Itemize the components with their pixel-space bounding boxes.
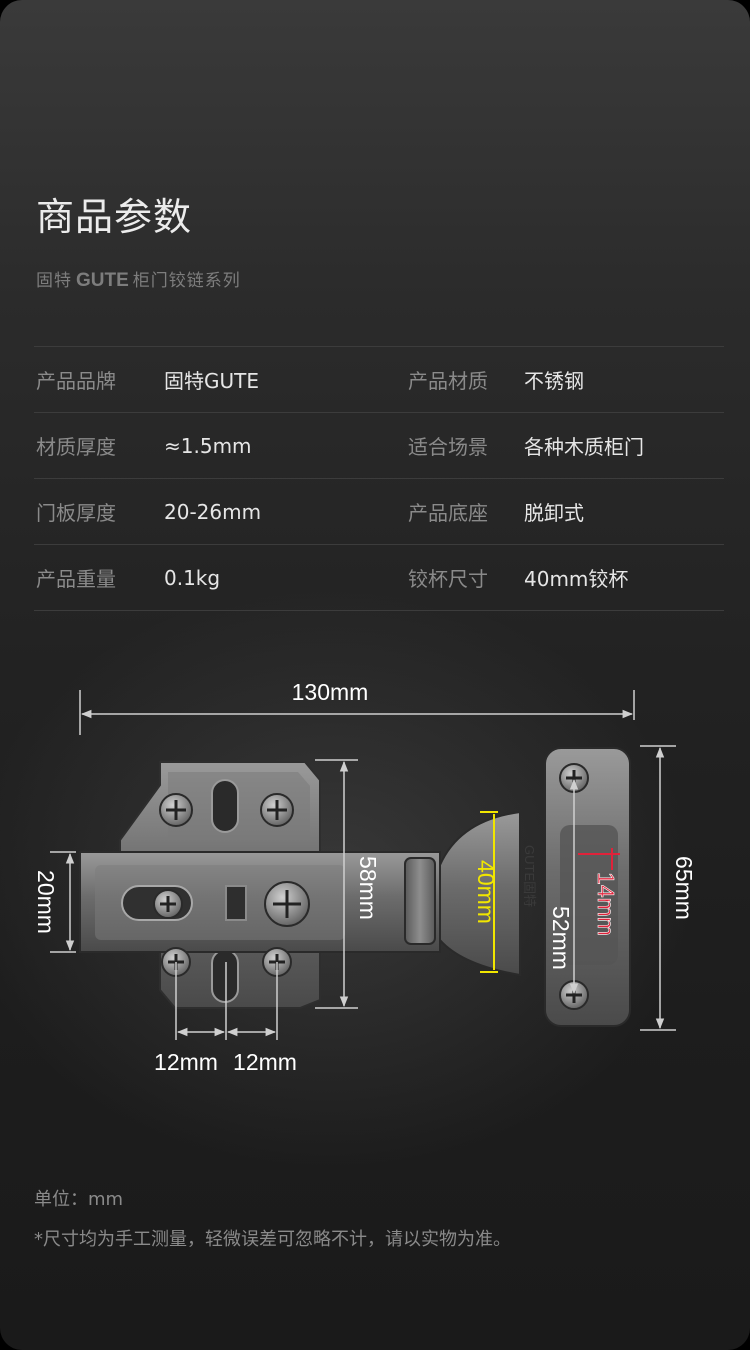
param-value: 各种木质柜门 <box>524 435 644 459</box>
param-value: 40mm铰杯 <box>524 567 629 591</box>
dim-plate-height: 65mm <box>671 856 697 920</box>
dim-height-left: 20mm <box>33 870 59 934</box>
dim-spacing-b: 12mm <box>233 1049 297 1075</box>
page-title: 商品参数 <box>36 195 193 239</box>
cup-dimension <box>480 811 498 973</box>
table-row: 材质厚度 ≈1.5mm 适合场景 各种木质柜门 <box>34 413 724 479</box>
screw-icon <box>159 793 193 827</box>
params-table: 产品品牌 固特GUTE 产品材质 不锈钢 材质厚度 ≈1.5mm 适合场景 各种… <box>34 346 724 611</box>
hinge-diagram: GUTE固特 <box>33 679 697 1075</box>
table-row: 产品重量 0.1kg 铰杯尺寸 40mm铰杯 <box>34 545 724 611</box>
param-value: 20-26mm <box>164 499 262 524</box>
screw-icon <box>153 889 183 919</box>
disclaimer-note: *尺寸均为手工测量，轻微误差可忽略不计，请以实物为准。 <box>34 1229 511 1250</box>
param-key: 适合场景 <box>408 435 488 459</box>
dim-length: 130mm <box>292 679 369 705</box>
param-key: 门板厚度 <box>36 501 116 525</box>
series-prefix: 固特 <box>36 271 72 291</box>
screw-icon <box>260 793 294 827</box>
screw-icon <box>264 881 310 927</box>
param-key: 产品底座 <box>408 501 488 525</box>
param-value: ≈1.5mm <box>164 433 252 458</box>
table-row: 门板厚度 20-26mm 产品底座 脱卸式 <box>34 479 724 545</box>
param-value: 脱卸式 <box>524 501 584 525</box>
param-value: 0.1kg <box>164 565 221 590</box>
param-key: 铰杯尺寸 <box>408 567 488 591</box>
dim-spacing-a: 12mm <box>154 1049 218 1075</box>
param-value: 不锈钢 <box>524 369 584 393</box>
brand-logo: GUTE <box>76 270 129 291</box>
dim-cup-diameter: 40mm <box>473 860 499 924</box>
dim-cup-depth: 14mm <box>593 872 619 936</box>
dimension-lines <box>50 690 676 1040</box>
cup-stamp: GUTE固特 <box>522 845 537 907</box>
param-key: 产品重量 <box>36 567 116 591</box>
table-row: 产品品牌 固特GUTE 产品材质 不锈钢 <box>34 347 724 413</box>
param-value: 固特GUTE <box>164 369 259 393</box>
dim-hole-spacing: 52mm <box>548 906 574 970</box>
param-key: 产品品牌 <box>36 369 116 393</box>
hinge-cup <box>439 810 521 977</box>
hinge-arm <box>79 851 441 953</box>
dim-height-arm: 58mm <box>355 856 381 920</box>
param-key: 产品材质 <box>408 369 488 393</box>
series-suffix: 柜门铰链系列 <box>132 271 241 291</box>
param-key: 材质厚度 <box>36 435 116 459</box>
depth-dimension <box>578 848 620 870</box>
unit-note: 单位：mm <box>34 1189 124 1210</box>
notes: 单位：mm *尺寸均为手工测量，轻微误差可忽略不计，请以实物为准。 <box>34 1180 511 1260</box>
